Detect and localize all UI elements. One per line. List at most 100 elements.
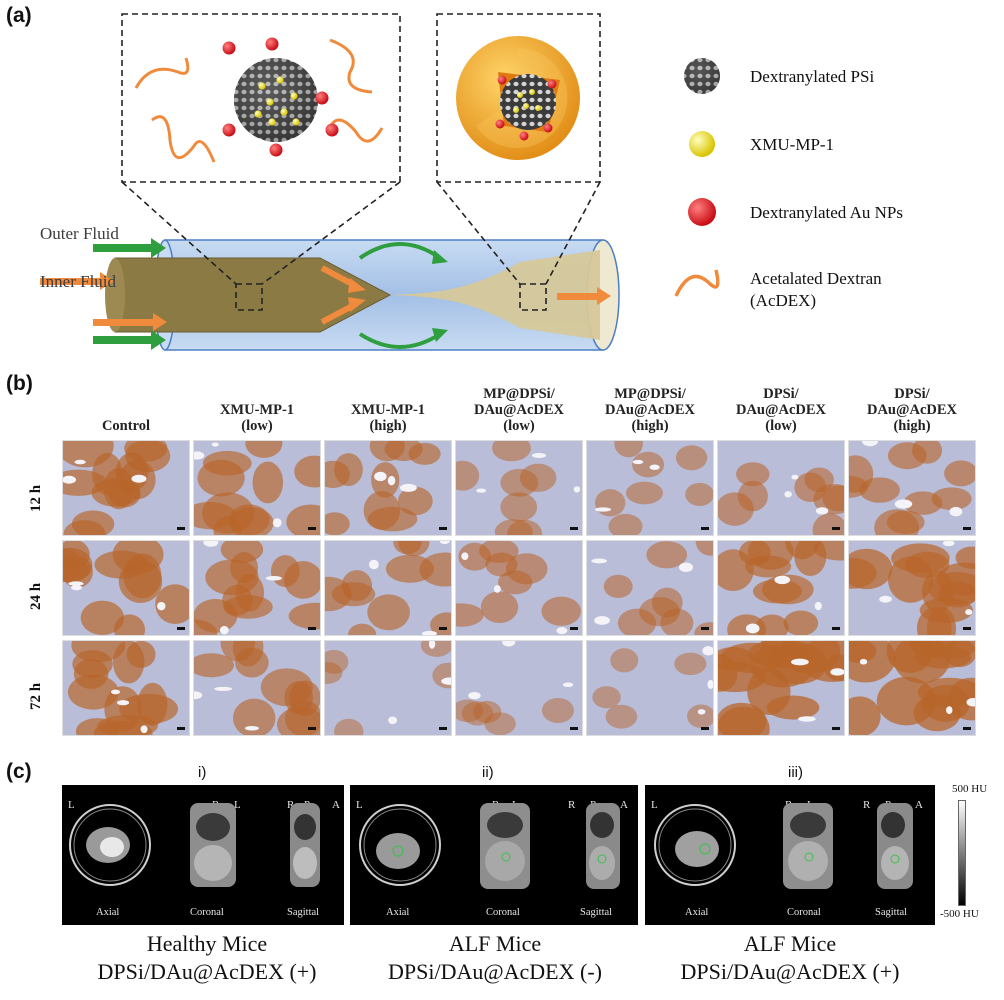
outer-fluid-arrow-top [93,238,166,258]
legend-label-psi: Dextranylated PSi [750,67,875,86]
flow-arrows [40,238,611,350]
orient-r: R [287,799,295,811]
zoom-connectors [121,13,601,311]
panel-a-label: (a) [6,4,32,27]
histology-tile [848,540,976,636]
outer-fluid-arrow-bottom [93,330,166,350]
histology-tile [848,640,976,736]
yellow-sphere-icon [689,131,715,157]
inner-fluid-arrow-bottom [93,313,167,331]
legend-label-au: Dextranylated Au NPs [750,203,903,222]
histology-tile [717,440,845,536]
histology-tile [586,640,714,736]
histology-tile [586,440,714,536]
view-label-sagittal: Sagittal [287,907,320,918]
vortex-arrow-bottom [358,332,442,349]
view-label-sagittal: Sagittal [580,907,613,918]
column-header: MP@DPSi/ DAu@AcDEX (low) [473,386,565,434]
row-header: 12 h [28,484,44,512]
red-sphere-icon [688,198,716,226]
microfluidic-schematic [40,13,720,351]
row-header: 24 h [28,582,44,610]
inner-fluid-arrow-top [40,272,114,290]
histology-tile [848,440,976,536]
ct-scans [69,803,320,887]
orient-r: R [863,799,871,811]
group-caption-alf-untreated: ALF Mice DPSi/DAu@AcDEX (-) [350,930,640,986]
orient-r: R [568,799,576,811]
ct-scans [654,803,913,889]
legend-label-acdex: Acetalated Dextran (AcDEX) [750,269,882,310]
histology-tile [193,540,321,636]
histology-tile [717,640,845,736]
panel-c-label: (c) [6,760,32,783]
precursor-zoom [134,37,384,163]
axial-scan [69,804,151,886]
axial-scan [654,804,736,886]
orange-polymer-icon [674,269,720,297]
panel-b-label: (b) [6,372,33,395]
histology-tile [62,440,190,536]
caption-line2: DPSi/DAu@AcDEX (+) [97,959,317,984]
group-numeral: iii) [788,764,803,781]
view-label-axial: Axial [685,907,709,918]
vortex-arrow-top [358,242,442,260]
ct-panel-healthy: L R L R P A Axial Coronal Sagittal [62,785,344,925]
orient-l: L [68,799,75,811]
histology-tile [717,540,845,636]
column-header: DPSi/ DAu@AcDEX (low) [735,386,827,434]
histology-tile [62,640,190,736]
histology-tile [324,640,452,736]
caption-line2: DPSi/DAu@AcDEX (+) [680,959,900,984]
orient-a: A [332,799,340,811]
histology-tile [586,540,714,636]
histology-tile [62,540,190,636]
row-header: 72 h [28,682,44,710]
caption-line1: ALF Mice [448,931,542,956]
group-numeral: ii) [482,764,494,781]
view-label-sagittal: Sagittal [875,907,908,918]
histology-tile [455,640,583,736]
view-label-coronal: Coronal [486,907,520,918]
colorbar-max-label: 500 HU [952,783,988,795]
histology-tile [193,440,321,536]
caption-line1: Healthy Mice [146,931,268,956]
view-label-axial: Axial [386,907,410,918]
particle-zoom [456,36,580,160]
column-header: Control [101,418,151,434]
group-caption-healthy: Healthy Mice DPSi/DAu@AcDEX (+) [62,930,352,986]
column-header: XMU-MP-1 (high) [350,402,426,434]
ct-scans [359,803,620,889]
hu-colorbar [958,800,966,906]
view-label-coronal: Coronal [787,907,821,918]
orient-l: L [651,799,658,811]
view-label-coronal: Coronal [190,907,224,918]
group-numeral: i) [198,764,207,781]
psi-sphere-icon [684,58,720,94]
orient-l: L [356,799,363,811]
column-header: MP@DPSi/ DAu@AcDEX (high) [604,386,696,434]
histology-tile [455,540,583,636]
orient-l: L [234,799,241,811]
axial-scan [359,804,441,886]
histology-tile [324,440,452,536]
fluid-label-outer: Outer Fluid [40,224,119,243]
column-header: XMU-MP-1 (low) [219,402,295,434]
converging-arrow-bottom [320,297,366,325]
outlet-arrow [557,287,611,305]
ct-panel-alf-untreated: L R L R P A Axial Coronal Sagittal [350,785,638,925]
group-caption-alf-treated: ALF Mice DPSi/DAu@AcDEX (+) [645,930,935,986]
colorbar-min-label: -500 HU [940,908,979,920]
histology-tile [193,640,321,736]
view-label-axial: Axial [96,907,120,918]
ct-panel-alf-treated: L R L R P A Axial Coronal Sagittal [645,785,935,925]
histology-tile [455,440,583,536]
caption-line2: DPSi/DAu@AcDEX (-) [388,959,602,984]
column-header: DPSi/ DAu@AcDEX (high) [866,386,958,434]
legend-label-xmu: XMU-MP-1 [750,135,835,154]
orient-a: A [915,799,923,811]
orient-a: A [620,799,628,811]
caption-line1: ALF Mice [743,931,837,956]
histology-tile [324,540,452,636]
converging-arrow-top [320,265,366,293]
